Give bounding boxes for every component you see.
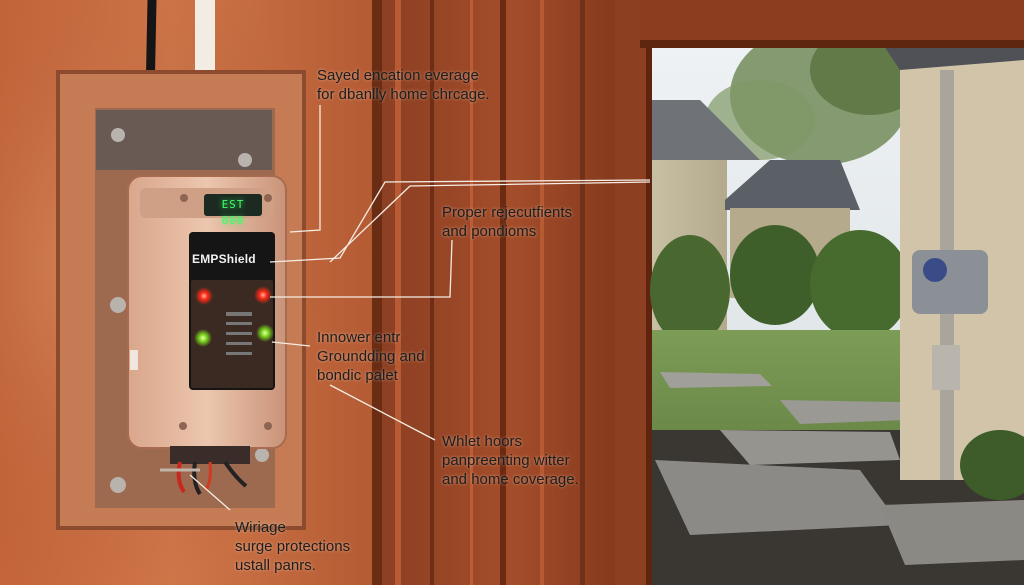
annotation-grounding: Innower entr Groundding and bondic palet [317,329,425,384]
annotation-lines [189,105,651,511]
led-readout: EST 000 [221,198,245,227]
brand-logo-text: EMPShield [192,252,256,266]
door-frame [372,0,652,585]
surge-protector-device [127,175,287,449]
outdoor-view [650,20,1024,585]
annotation-top: Sayed encation everage for dbanlly home … [317,67,490,103]
annotation-wiring: Wiriage surge protections ustall panrs. [235,519,351,574]
annotation-coverage: Whlet hoors panpreenting witter and home… [442,433,579,488]
green-led-left [194,329,212,347]
green-led-right [256,324,274,342]
bottom-wiring [160,446,250,496]
red-led-left [195,287,213,305]
annotation-requirements: Proper rejecutfients and pondioms [442,204,573,240]
red-led-right [254,286,272,304]
